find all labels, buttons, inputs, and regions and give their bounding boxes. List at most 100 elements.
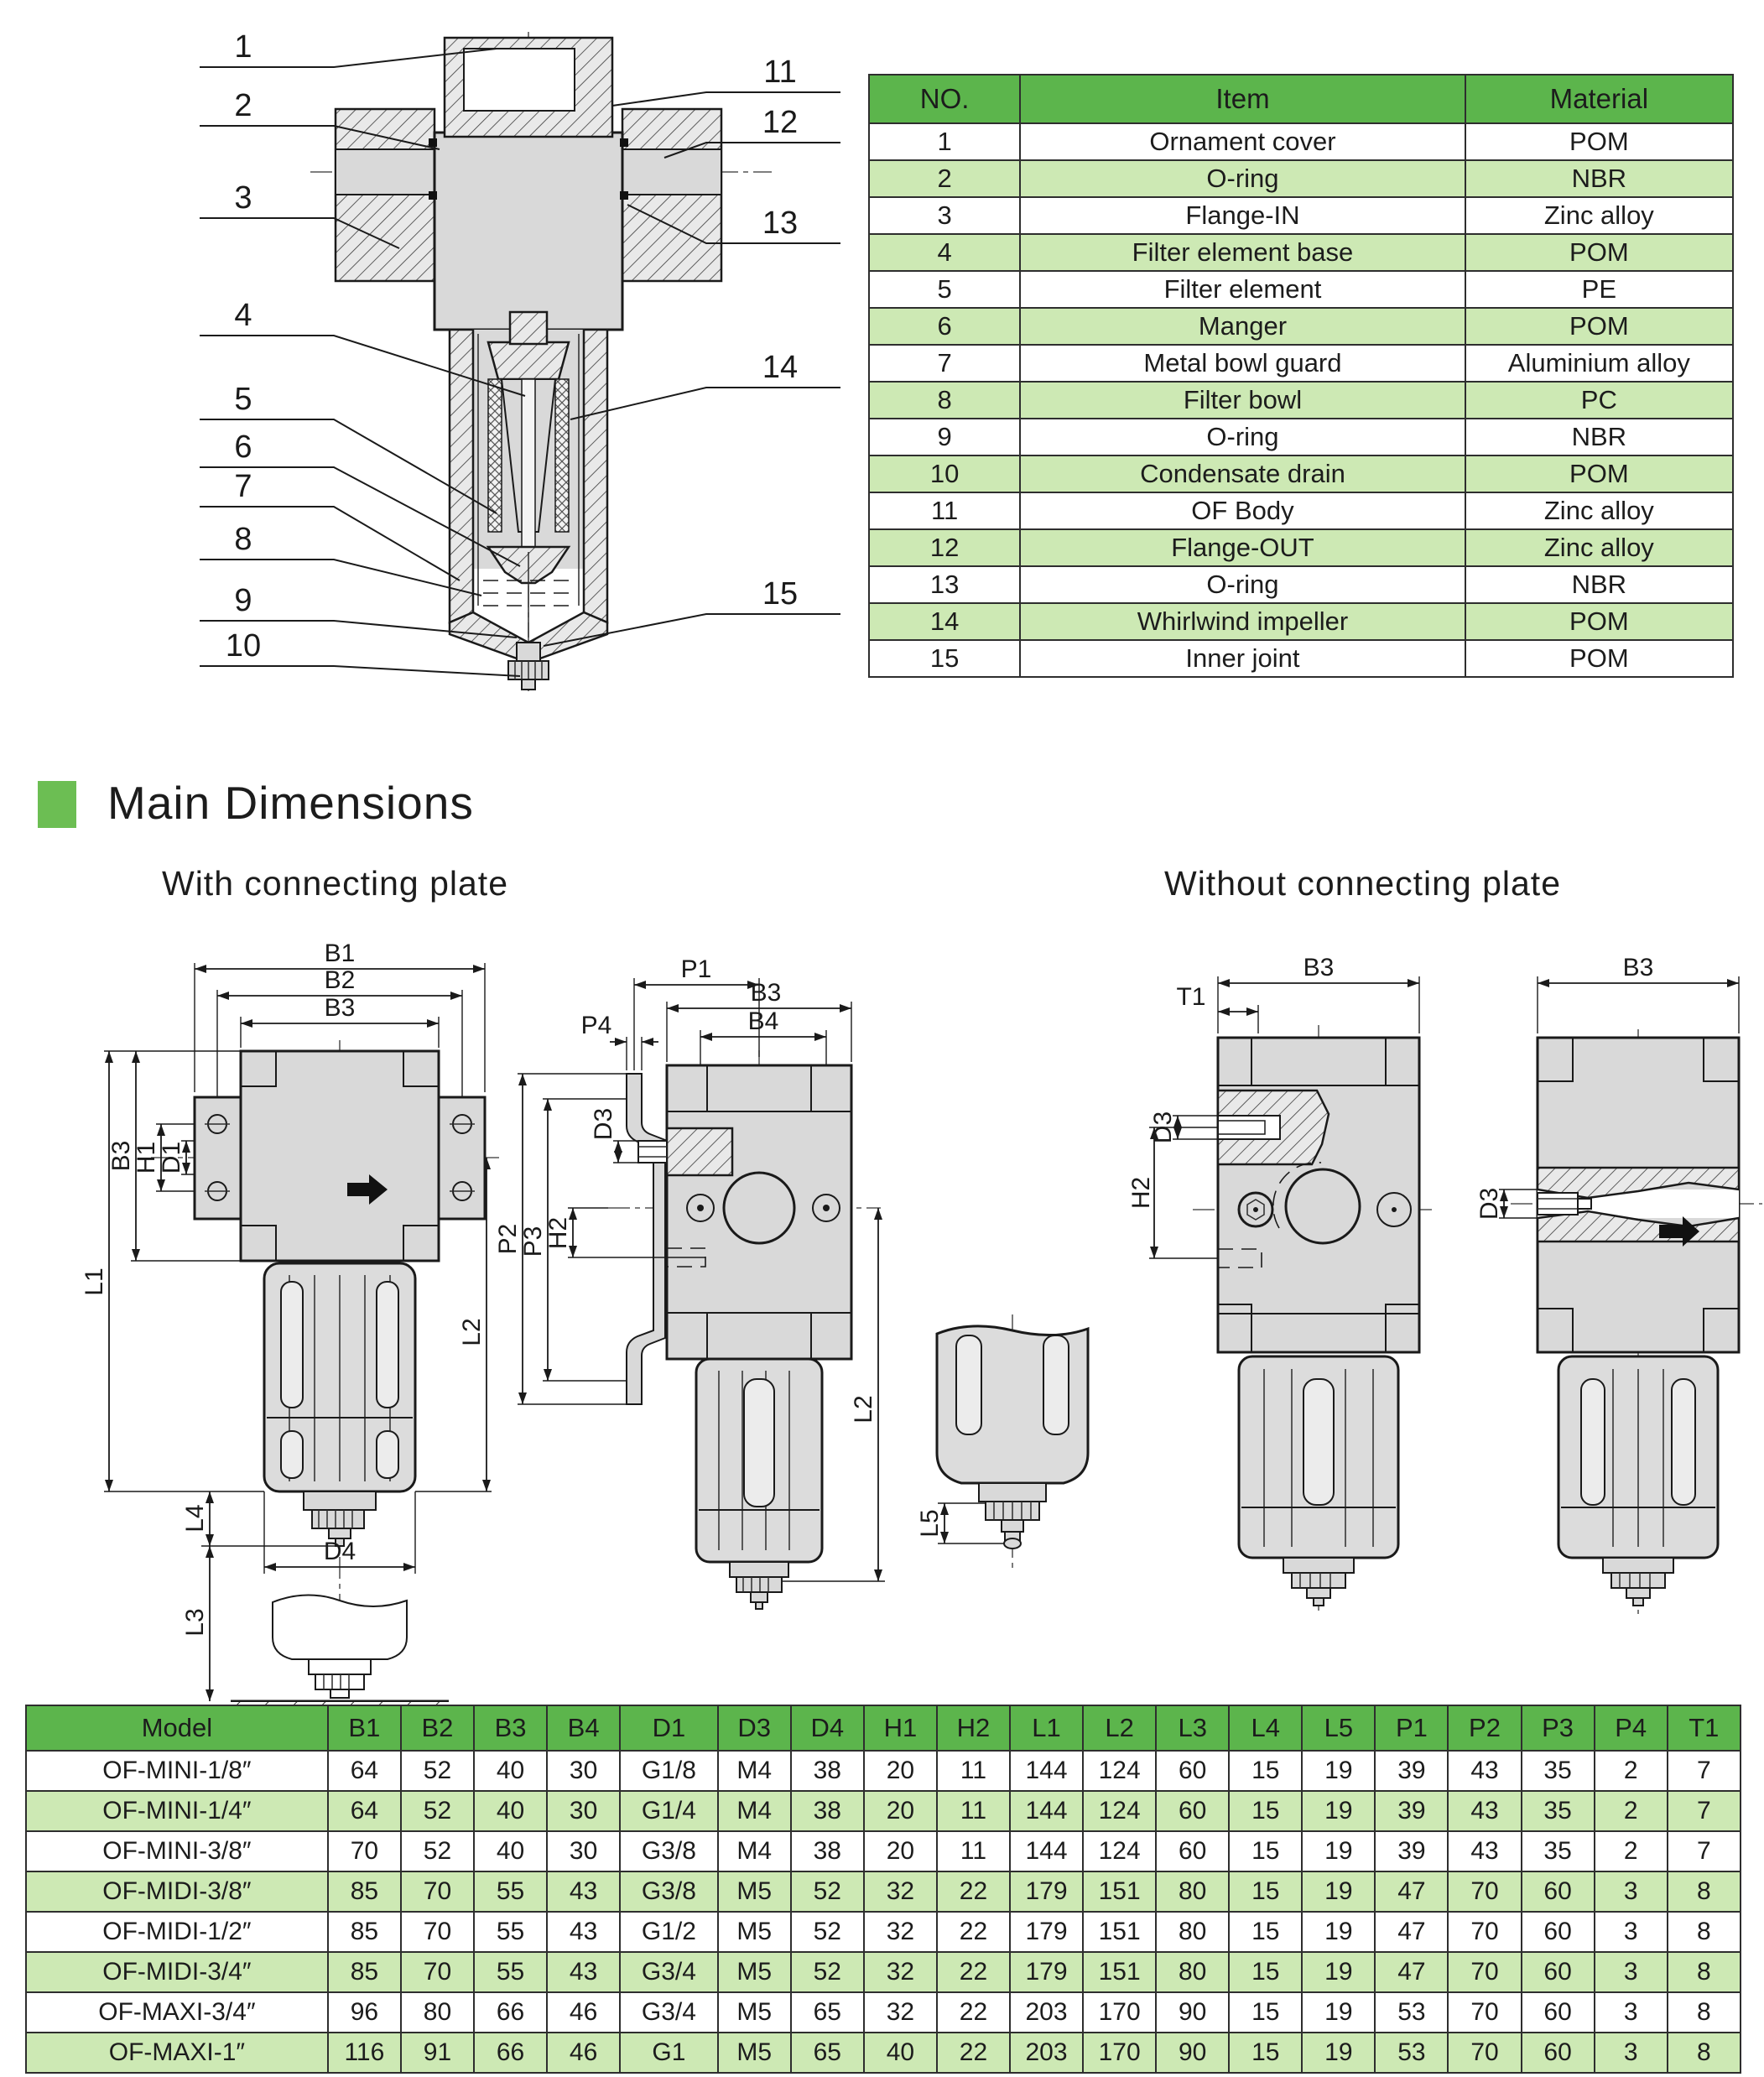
table-cell: 1 [867, 122, 1022, 161]
table-cell: Whirlwind impeller [1019, 602, 1466, 641]
table-cell: 6 [867, 307, 1022, 346]
table-cell: 60 [1155, 1750, 1231, 1792]
table-cell: 46 [546, 1991, 622, 2033]
table-cell: 70 [399, 1951, 476, 1993]
table-cell: 60 [1155, 1830, 1231, 1872]
table-cell: 38 [789, 1790, 865, 1832]
table-cell: OF-MAXI-1″ [25, 2032, 329, 2074]
table-cell: G3/8 [619, 1830, 719, 1872]
table-cell: 3 [1593, 2032, 1668, 2074]
table-cell: POM [1464, 602, 1735, 641]
table-cell: OF Body [1019, 492, 1466, 530]
table-cell: OF-MINI-3/8″ [25, 1830, 329, 1872]
callout-2: 2 [234, 88, 252, 123]
table-cell: Zinc alloy [1464, 492, 1735, 530]
table-cell: 53 [1374, 2032, 1449, 2074]
table-cell: OF-MIDI-1/2″ [25, 1911, 329, 1953]
table-cell: Filter element base [1019, 233, 1466, 272]
table-cell: 40 [862, 2032, 938, 2074]
front-view-without-plate-drawing: B3 T1 D3 H2 [1127, 954, 1432, 1614]
table-cell: 52 [399, 1790, 476, 1832]
table-cell: 35 [1520, 1830, 1595, 1872]
table-cell: G1 [619, 2032, 719, 2074]
table-cell: 70 [1447, 1871, 1522, 1913]
table-cell: 20 [862, 1750, 938, 1792]
table-cell: 60 [1520, 1991, 1595, 2033]
table-cell: 151 [1082, 1911, 1158, 1953]
dim-label-b3v: B3 [107, 1141, 135, 1172]
table-cell: 2 [867, 159, 1022, 198]
table-cell: 179 [1008, 1871, 1085, 1913]
column-header: B4 [546, 1705, 622, 1752]
column-header: P2 [1447, 1705, 1522, 1752]
table-cell: 15 [1228, 1991, 1303, 2033]
table-cell: 7 [1666, 1790, 1742, 1832]
table-cell: Filter bowl [1019, 381, 1466, 419]
table-cell: 19 [1301, 1830, 1376, 1872]
callout-5: 5 [234, 382, 252, 417]
table-cell: 8 [867, 381, 1022, 419]
table-cell: 35 [1520, 1750, 1595, 1792]
table-cell: 8 [1666, 2032, 1742, 2074]
table-cell: 179 [1008, 1951, 1085, 1993]
table-cell: 70 [399, 1871, 476, 1913]
table-cell: G3/4 [619, 1951, 719, 1993]
table-cell: OF-MINI-1/4″ [25, 1790, 329, 1832]
table-cell: 43 [546, 1951, 622, 1993]
table-cell: 70 [326, 1830, 402, 1872]
table-cell: 19 [1301, 1951, 1376, 1993]
table-cell: 96 [326, 1991, 402, 2033]
dim-label-l1: L1 [81, 1268, 108, 1295]
column-header: L5 [1301, 1705, 1376, 1752]
table-cell: 203 [1008, 2032, 1085, 2074]
table-cell: 2 [1593, 1790, 1668, 1832]
table-cell: 7 [1666, 1750, 1742, 1792]
table-cell: 11 [935, 1750, 1012, 1792]
table-cell: M5 [716, 1871, 792, 1913]
table-cell: OF-MINI-1/8″ [25, 1750, 329, 1792]
table-cell: PC [1464, 381, 1735, 419]
table-cell: M4 [716, 1830, 792, 1872]
column-header: D1 [619, 1705, 719, 1752]
table-cell: 80 [1155, 1951, 1231, 1993]
dim-label-h2-d: H2 [1127, 1177, 1155, 1209]
dim-label-l2-b: L2 [850, 1395, 877, 1423]
table-cell: G3/4 [619, 1991, 719, 2033]
table-cell: 60 [1520, 1911, 1595, 1953]
callout-13: 13 [762, 206, 798, 241]
table-cell: 70 [1447, 1951, 1522, 1993]
dim-label-l4: L4 [181, 1504, 209, 1532]
table-cell: 4 [867, 233, 1022, 272]
table-cell: 46 [546, 2032, 622, 2074]
table-cell: 116 [326, 2032, 402, 2074]
table-cell: OF-MAXI-3/4″ [25, 1991, 329, 2033]
table-cell: Filter element [1019, 270, 1466, 309]
dim-label-b3-e: B3 [1623, 954, 1654, 981]
table-cell: NBR [1464, 418, 1735, 456]
table-cell: 7 [1666, 1830, 1742, 1872]
table-cell: 30 [546, 1830, 622, 1872]
table-cell: 32 [862, 1951, 938, 1993]
column-header: P1 [1374, 1705, 1449, 1752]
table-cell: 43 [1447, 1750, 1522, 1792]
column-header: P4 [1593, 1705, 1668, 1752]
table-cell: 32 [862, 1871, 938, 1913]
table-cell: 60 [1520, 2032, 1595, 2074]
table-cell: 85 [326, 1951, 402, 1993]
table-cell: M4 [716, 1790, 792, 1832]
table-cell: Aluminium alloy [1464, 344, 1735, 383]
table-cell: 80 [1155, 1871, 1231, 1913]
table-cell: 35 [1520, 1790, 1595, 1832]
dim-label-d3-b: D3 [590, 1108, 617, 1140]
